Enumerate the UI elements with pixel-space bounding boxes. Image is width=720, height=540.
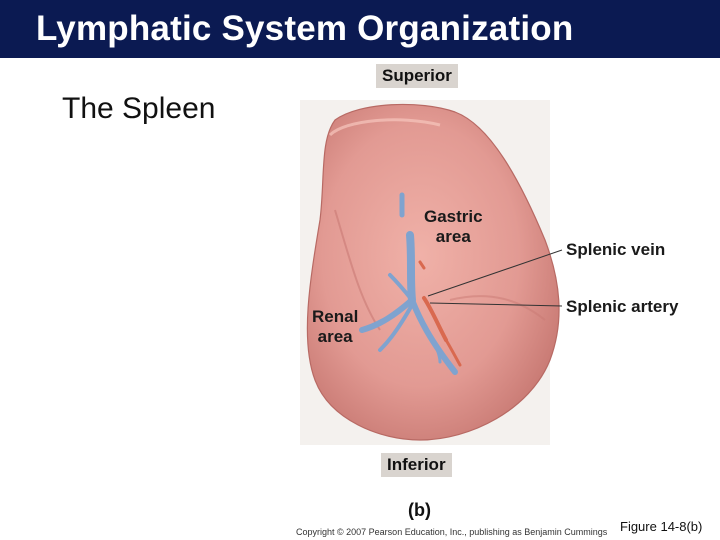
renal-area-label: Renal area xyxy=(312,307,358,347)
renal-area-line2: area xyxy=(317,327,353,346)
copyright-text: Copyright © 2007 Pearson Education, Inc.… xyxy=(296,527,608,537)
splenic-artery-leader xyxy=(429,302,563,307)
splenic-artery-label: Splenic artery xyxy=(566,297,679,316)
slide-subtitle: The Spleen xyxy=(62,92,216,125)
splenic-vein-label: Splenic vein xyxy=(566,240,666,259)
splenic-artery-vessels xyxy=(418,260,462,367)
spleen-contour xyxy=(328,118,441,137)
renal-area-line1: Renal xyxy=(312,307,359,326)
figure-part-label: (b) xyxy=(408,500,431,520)
superior-label: Superior xyxy=(376,64,458,88)
splenic-vein-leader xyxy=(427,249,563,297)
spleen-ridge xyxy=(334,209,381,331)
gastric-area-line1: Gastric xyxy=(424,207,483,226)
figure-reference: Figure 14-8(b) xyxy=(620,519,703,534)
spleen-body xyxy=(306,103,560,441)
title-bar: Lymphatic System Organization xyxy=(0,0,720,58)
slide-title: Lymphatic System Organization xyxy=(36,9,574,48)
gastric-area-label: Gastric area xyxy=(424,207,483,247)
spleen-ridge xyxy=(449,295,546,321)
gastric-area-line2: area xyxy=(435,227,471,246)
splenic-vein-vessels xyxy=(359,192,458,375)
inferior-label: Inferior xyxy=(381,453,452,477)
